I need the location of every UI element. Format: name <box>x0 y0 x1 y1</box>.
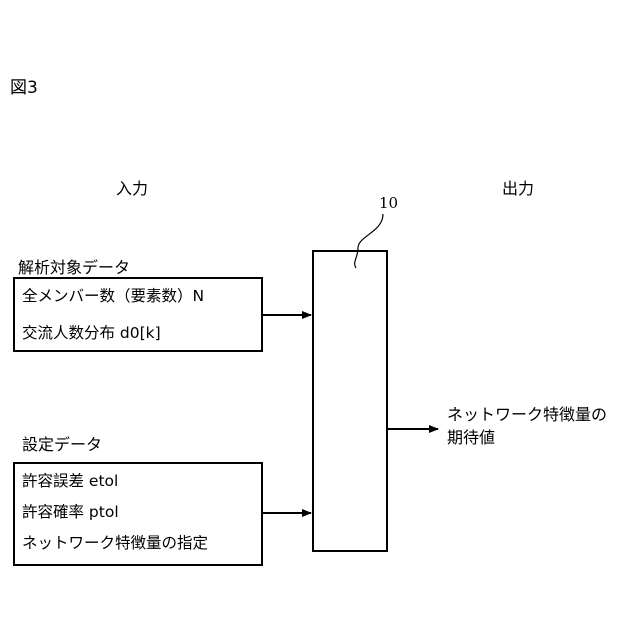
reference-leader-line <box>355 214 383 268</box>
